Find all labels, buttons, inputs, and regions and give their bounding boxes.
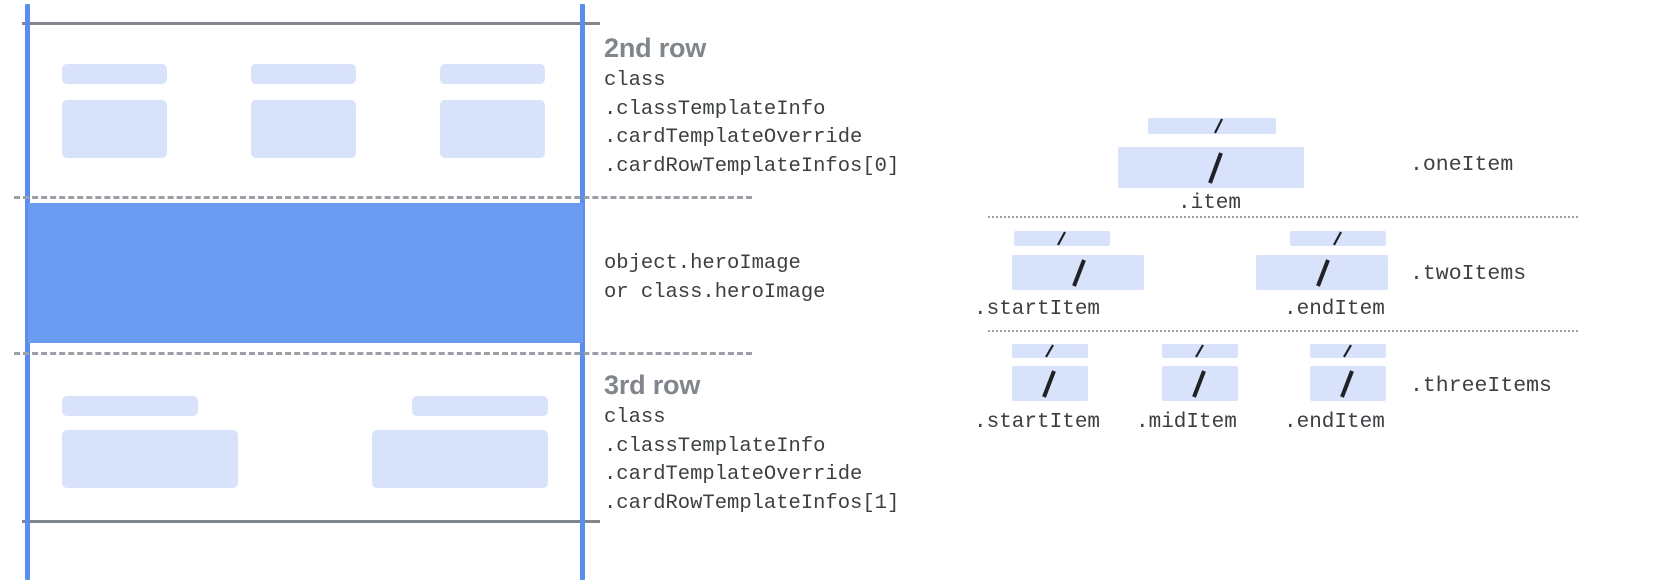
callout-2nd-row-line-4: .cardRowTemplateInfos[0] [604,154,900,178]
slash-icon [1333,231,1342,246]
callout-2nd-row-line-1: class [604,69,666,92]
one-item-big-box [1118,147,1304,188]
two-items-end-big-box [1256,255,1388,290]
slash-icon [1316,259,1330,287]
three-items-group-label: .threeItems [1410,374,1552,398]
card-bottom-border [22,520,600,523]
callout-3rd-row-line-1: class [604,406,666,429]
group-separator-1 [988,216,1578,218]
three-items-end-label: .endItem [1284,411,1385,434]
two-items-end-label: .endItem [1284,298,1385,321]
three-items-mid-big-box [1162,366,1238,401]
one-item-cell-label: .item [1178,192,1242,215]
row2-col2-body-chip [251,100,356,158]
callout-3rd-row: 3rd row class .classTemplateInfo .cardTe… [604,369,899,518]
one-item-group-label: .oneItem [1410,153,1514,177]
row-separator-bottom [14,352,752,355]
callout-3rd-row-line-4: .cardRowTemplateInfos[1] [604,491,900,515]
slash-icon [1214,118,1223,134]
card-layout-diagram [0,0,752,584]
row3-col2-title-chip [412,396,548,416]
two-items-start-big-box [1012,255,1144,290]
card-left-guide [25,4,30,580]
callout-2nd-row-line-3: .cardTemplateOverride [604,126,863,149]
slash-icon [1195,344,1204,358]
row2-col1-title-chip [62,64,167,84]
three-items-end-big-box [1310,366,1386,401]
item-layout-diagram: .item .oneItem .startItem .endItem .tw [940,0,1676,584]
row3-col2-body-chip [372,430,548,488]
callout-2nd-row-heading: 2nd row [604,33,707,63]
slash-icon [1045,344,1054,358]
slash-icon [1192,370,1206,398]
two-items-start-label: .startItem [974,298,1101,321]
row3-col1-body-chip [62,430,238,488]
three-items-mid-label: .midItem [1136,411,1237,434]
three-items-end-small-box [1310,344,1386,358]
three-items-mid-small-box [1162,344,1238,358]
three-items-start-label: .startItem [974,411,1101,434]
three-items-start-small-box [1012,344,1088,358]
two-items-start-small-box [1014,231,1110,246]
row2-col3-title-chip [440,64,545,84]
slash-icon [1208,152,1223,184]
row-separator-top [14,196,752,199]
row3-col1-title-chip [62,396,198,416]
callout-3rd-row-heading: 3rd row [604,370,701,400]
slash-icon [1057,231,1066,246]
callout-hero-image: object.heroImage or class.heroImage [604,250,825,307]
slash-icon [1042,370,1056,398]
slash-icon [1340,370,1354,398]
two-items-group-label: .twoItems [1410,262,1527,286]
callout-3rd-row-line-3: .cardTemplateOverride [604,463,863,486]
card-top-border [22,22,600,25]
slash-icon [1072,259,1086,287]
two-items-end-small-box [1290,231,1386,246]
group-separator-2 [988,330,1578,332]
callout-hero-image-line-2: or class.heroImage [604,280,826,304]
slash-icon [1343,344,1352,358]
callout-hero-image-line-1: object.heroImage [604,252,801,275]
callout-3rd-row-line-2: .classTemplateInfo [604,434,826,458]
callout-2nd-row: 2nd row class .classTemplateInfo .cardTe… [604,32,899,181]
one-item-small-box [1148,118,1276,134]
callout-2nd-row-line-2: .classTemplateInfo [604,97,826,121]
row2-col1-body-chip [62,100,167,158]
hero-image-band [28,203,583,343]
row2-col3-body-chip [440,100,545,158]
row2-col2-title-chip [251,64,356,84]
three-items-start-big-box [1012,366,1088,401]
